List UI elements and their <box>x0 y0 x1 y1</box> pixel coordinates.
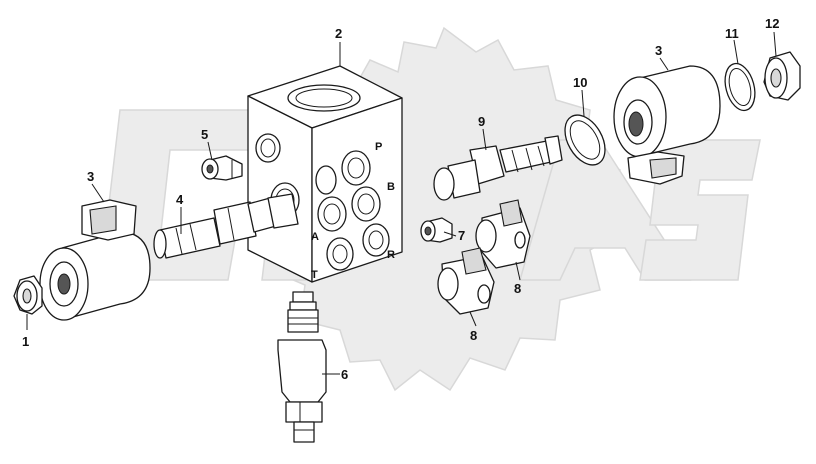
port-label-b: B <box>387 181 395 193</box>
callout-4: 4 <box>176 192 184 207</box>
callout-1: 1 <box>22 334 29 349</box>
callout-3-right: 3 <box>655 43 662 58</box>
part-4-valve-cartridge-left <box>153 193 299 259</box>
callout-11: 11 <box>725 26 739 41</box>
port-label-r: R <box>387 249 395 261</box>
callout-5: 5 <box>201 127 208 142</box>
part-7-plug <box>420 217 453 243</box>
part-2-valve-block <box>247 65 403 283</box>
callout-10: 10 <box>573 75 587 90</box>
callout-2: 2 <box>335 26 342 41</box>
leader-lines <box>26 31 777 375</box>
callout-8-upper: 8 <box>514 281 521 296</box>
part-6-pressure-valve <box>277 291 327 443</box>
callout-8-lower: 8 <box>470 328 477 343</box>
callout-6: 6 <box>341 367 348 382</box>
part-12-nut <box>763 51 801 101</box>
port-label-t: T <box>311 269 318 281</box>
callout-7: 7 <box>458 228 465 243</box>
port-label-a: A <box>311 231 319 243</box>
part-8-check-valve-upper <box>475 199 531 269</box>
callout-9: 9 <box>478 114 485 129</box>
part-3-coil-left <box>39 199 151 321</box>
part-5-plug <box>201 155 243 181</box>
part-3-coil-right <box>613 65 721 185</box>
part-11-o-ring <box>724 62 756 112</box>
part-1-nut <box>13 275 43 315</box>
part-10-o-ring <box>564 114 606 166</box>
part-8-check-valve-lower <box>437 247 495 315</box>
callout-12: 12 <box>765 16 779 31</box>
port-label-p: P <box>375 141 382 153</box>
callout-3-left: 3 <box>87 169 94 184</box>
part-9-valve-cartridge-right <box>433 135 563 201</box>
